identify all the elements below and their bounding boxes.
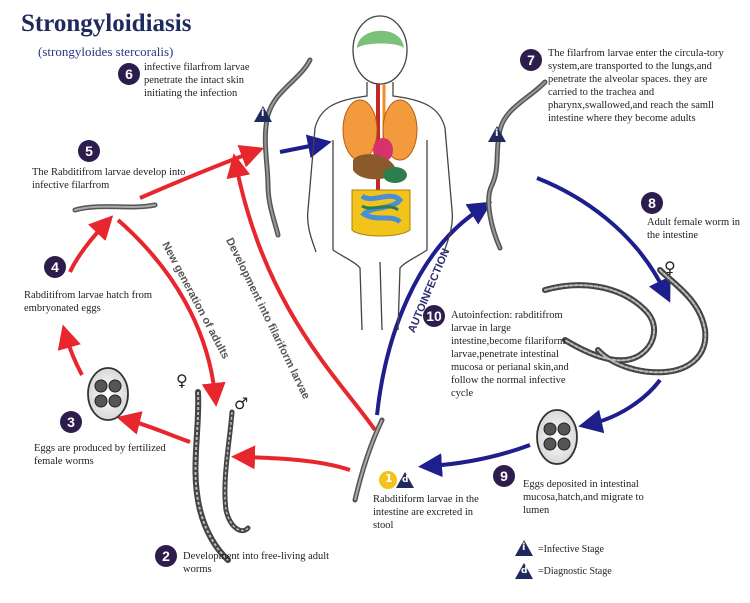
legend-infective-mark: i bbox=[522, 542, 526, 553]
infective-mark-7: i bbox=[495, 128, 499, 139]
step-badge-4: 4 bbox=[44, 256, 66, 278]
arrow-new-generation bbox=[116, 218, 226, 407]
infective-stage-icon bbox=[254, 106, 272, 122]
arrow-6-to-body bbox=[279, 134, 332, 159]
arrow-3-to-4 bbox=[57, 324, 84, 376]
female-symbol-free-living: ♀ bbox=[176, 371, 188, 390]
legend-diagnostic-stage: =Diagnostic Stage bbox=[538, 566, 612, 577]
step-text-5: The Rabditifrom larvae develop into infe… bbox=[32, 167, 186, 191]
step-badge-3: 3 bbox=[60, 411, 82, 433]
legend-infective-icon bbox=[515, 540, 533, 556]
arrow-8-to-9 bbox=[578, 378, 662, 434]
step-badge-8: 8 bbox=[641, 192, 663, 214]
step-text-10: Autoinfection: rabditifrom larvae in lar… bbox=[451, 310, 569, 399]
step-badge-10: 10 bbox=[423, 305, 445, 327]
page-title: Strongyloidiasis bbox=[21, 10, 192, 37]
step-text-3: Eggs are produced by fertilized female w… bbox=[34, 443, 166, 467]
step-text-9: Eggs deposited in intestinal mucosa,hatc… bbox=[523, 479, 644, 516]
legend-diagnostic-icon bbox=[515, 563, 533, 579]
step-text-1: Rabditiform larvae in the intestine are … bbox=[373, 494, 479, 531]
egg-stage-3 bbox=[87, 367, 129, 421]
step-text-2: Development into free-living adult worms bbox=[183, 551, 330, 575]
egg-stage-9 bbox=[536, 409, 578, 465]
step-text-6: infective filarfrom larvae penetrate the… bbox=[144, 62, 250, 99]
arrow-9-to-1 bbox=[418, 443, 531, 478]
page-subtitle: (strongyloides stercoralis) bbox=[38, 44, 174, 59]
infective-stage-icon-7 bbox=[488, 126, 506, 142]
arrow-2-to-3 bbox=[116, 411, 191, 444]
stage-1-yellow-badge bbox=[379, 471, 397, 489]
step-text-7: The filarfrom larvae enter the circula-t… bbox=[548, 48, 724, 124]
arrow-autoinfection bbox=[375, 201, 493, 416]
step-badge-5: 5 bbox=[78, 140, 100, 162]
female-symbol-adult: ♀ bbox=[664, 258, 676, 277]
step-text-8: Adult female worm in the intestine bbox=[647, 217, 741, 241]
male-symbol-free-living: ♂ bbox=[234, 394, 249, 413]
step-badge-6: 6 bbox=[118, 63, 140, 85]
infective-mark-6: i bbox=[261, 108, 265, 119]
free-living-male-worm bbox=[222, 409, 251, 534]
legend-infective-stage: =Infective Stage bbox=[538, 544, 604, 555]
step-badge-7: 7 bbox=[520, 49, 542, 71]
legend-diagnostic-mark: d bbox=[521, 566, 528, 576]
rhabditiform-larva-1 bbox=[352, 417, 385, 503]
step-badge-9: 9 bbox=[493, 465, 515, 487]
arrow-development-filariform bbox=[226, 153, 377, 432]
step-text-4: Rabditifrom larvae hatch from embryonate… bbox=[24, 290, 152, 314]
step-badge-2: 2 bbox=[155, 545, 177, 567]
arrow-7-to-8 bbox=[536, 176, 671, 303]
human-body-figure bbox=[306, 15, 454, 331]
diagnostic-mark-1: d bbox=[402, 475, 409, 485]
stage-one-mark: 1 bbox=[385, 472, 393, 485]
diagnostic-stage-icon bbox=[396, 472, 414, 488]
arrow-4-to-5 bbox=[68, 215, 114, 273]
arrow-1-to-2 bbox=[231, 445, 351, 472]
